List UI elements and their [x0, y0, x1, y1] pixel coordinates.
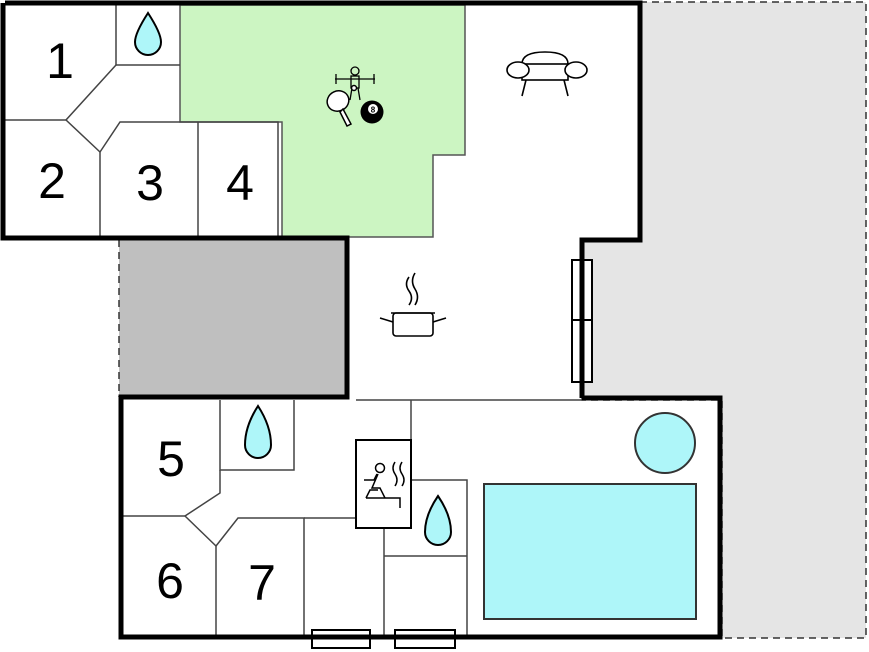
- swimming-pool-icon: [483, 483, 697, 620]
- inner-walls-upper: [5, 5, 279, 237]
- sauna-icon: [364, 461, 405, 508]
- water-drop-icon: [133, 11, 163, 56]
- room-4-label: 4: [226, 155, 254, 211]
- water-drop-icon: [243, 404, 273, 459]
- room-1-label: 1: [46, 33, 74, 89]
- hot-tub-icon: [634, 412, 696, 474]
- cooking-pot-icon: [379, 272, 447, 337]
- table-tennis-icon: [326, 84, 358, 128]
- water-drop-icon: [423, 494, 453, 546]
- room-7-label: 7: [248, 555, 276, 611]
- room-3-label: 3: [136, 155, 164, 211]
- billiard-ball-number: 8: [371, 106, 376, 115]
- sofa-icon: [506, 51, 588, 97]
- room-2-label: 2: [38, 153, 66, 209]
- outer-walls: [0, 0, 723, 640]
- activity-room: [179, 4, 466, 238]
- covered-area: [119, 240, 345, 397]
- room-6-label: 6: [156, 553, 184, 609]
- room-5-label: 5: [157, 431, 185, 487]
- billiard-ball-icon: 8: [360, 100, 384, 124]
- terrace: [581, 1, 867, 639]
- sauna: [355, 439, 412, 529]
- foosball-icon: [335, 66, 375, 101]
